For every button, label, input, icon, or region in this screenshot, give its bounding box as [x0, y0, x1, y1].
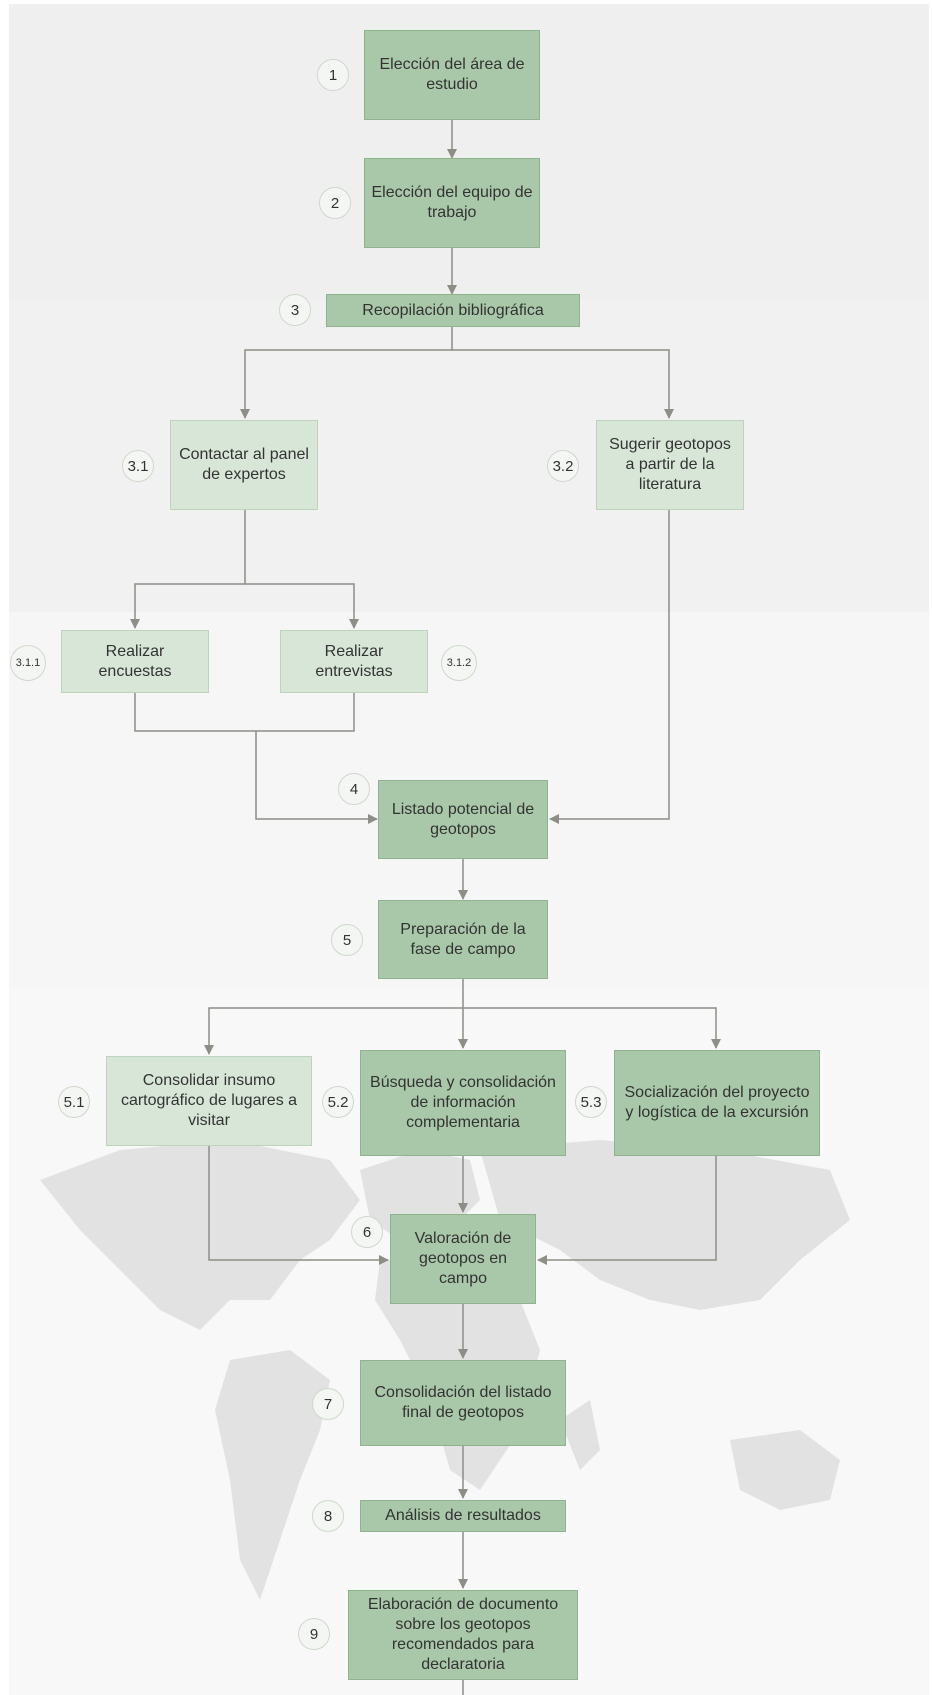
step-number-badge: 3.1 — [122, 450, 154, 482]
connector-3-32 — [452, 349, 674, 419]
step-box-3-1-2: Realizar entrevistas — [280, 630, 428, 693]
step-box-2: Elección del equipo de trabajo — [364, 158, 540, 248]
connector-merge-4 — [255, 731, 378, 824]
step-box-3-1: Contactar al panel de expertos — [170, 420, 318, 510]
step-number-badge: 5 — [331, 924, 363, 956]
connector-311-merge — [134, 693, 355, 732]
step-box-7: Consolidación del listado final de geoto… — [360, 1360, 566, 1446]
connector-3-split — [240, 327, 453, 419]
step-number-badge: 1 — [317, 59, 349, 91]
connector-32-4 — [549, 510, 670, 824]
connector-5-split — [204, 979, 464, 1055]
step-box-6: Valoración de geotopos en campo — [390, 1214, 536, 1304]
step-box-3-2: Sugerir geotopos a partir de la literatu… — [596, 420, 744, 510]
step-number-badge: 5.3 — [575, 1086, 607, 1118]
step-box-5: Preparación de la fase de campo — [378, 900, 548, 979]
step-box-9: Elaboración de documento sobre los geoto… — [348, 1590, 578, 1680]
connector-31-312 — [245, 583, 359, 629]
step-number-badge: 7 — [312, 1388, 344, 1420]
step-number-badge: 9 — [298, 1618, 330, 1650]
step-box-3: Recopilación bibliográfica — [326, 294, 580, 327]
step-number-badge: 3.2 — [547, 450, 579, 482]
step-box-8: Análisis de resultados — [360, 1500, 566, 1532]
step-number-badge: 3.1.1 — [10, 645, 46, 681]
connector-53-6 — [537, 1156, 717, 1265]
step-number-badge: 4 — [338, 773, 370, 805]
step-box-4: Listado potencial de geotopos — [378, 780, 548, 859]
step-number-badge: 5.1 — [58, 1086, 90, 1118]
step-number-badge: 2 — [319, 187, 351, 219]
connector-51-6 — [208, 1146, 389, 1265]
step-box-5-2: Búsqueda y consolidación de información … — [360, 1050, 566, 1156]
connector-31-split — [130, 510, 246, 629]
step-box-5-3: Socialización del proyecto y logística d… — [614, 1050, 820, 1156]
connector-5-53 — [463, 1007, 721, 1049]
step-box-1: Elección del área de estudio — [364, 30, 540, 120]
step-box-3-1-1: Realizar encuestas — [61, 630, 209, 693]
step-number-badge: 3 — [279, 294, 311, 326]
step-number-badge: 5.2 — [322, 1086, 354, 1118]
step-number-badge: 3.1.2 — [441, 645, 477, 681]
step-number-badge: 8 — [312, 1500, 344, 1532]
step-box-5-1: Consolidar insumo cartográfico de lugare… — [106, 1056, 312, 1146]
background-band — [9, 299, 929, 612]
step-number-badge: 6 — [351, 1216, 383, 1248]
